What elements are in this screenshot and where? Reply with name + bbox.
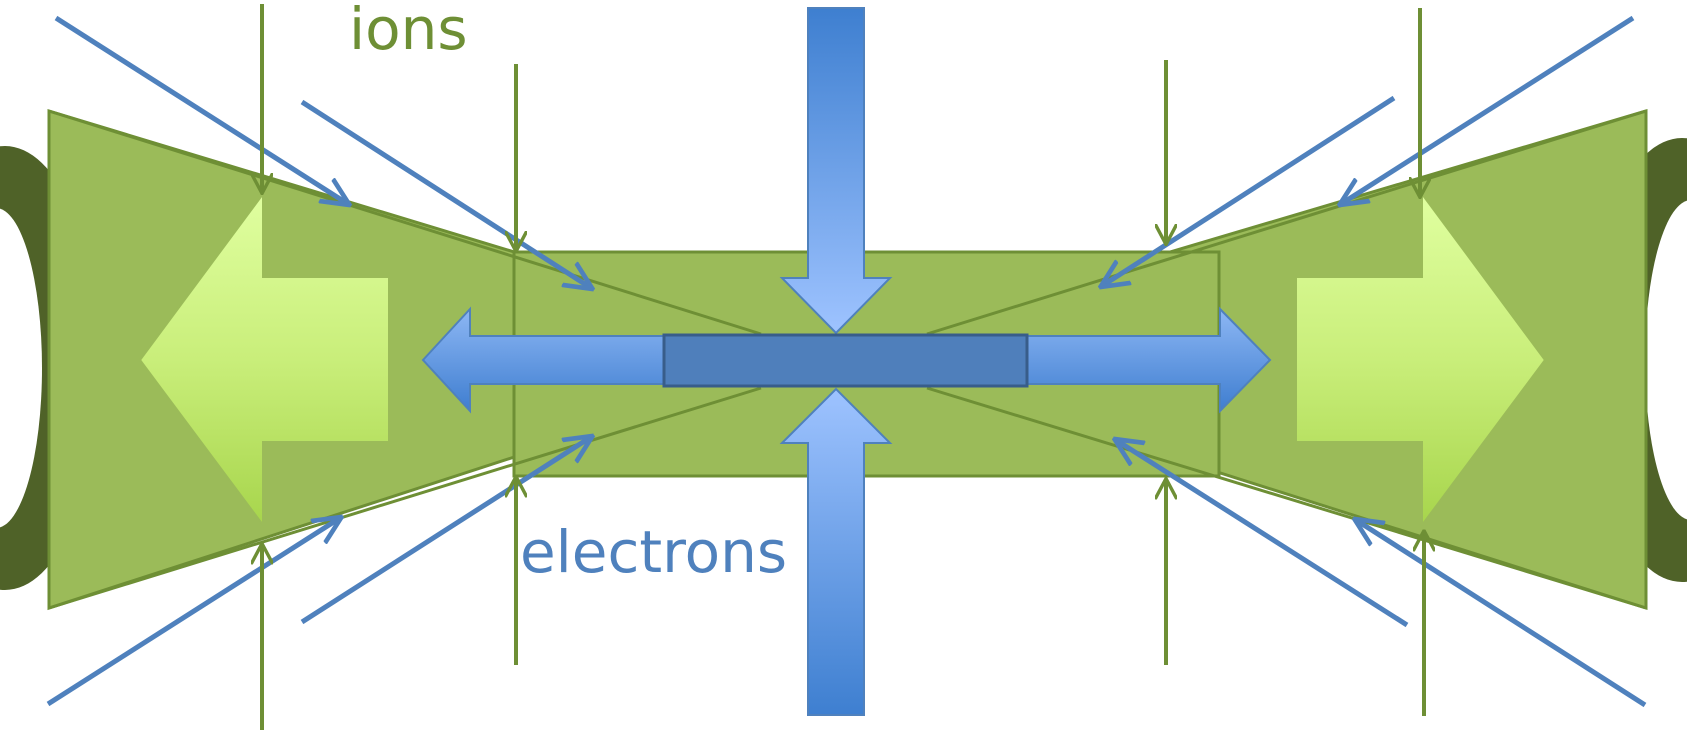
- funnel-edge-upper-left: [48, 109, 762, 336]
- ion-beams: [262, 4, 1424, 730]
- funnel-edge-lower-left: [48, 386, 762, 610]
- electron-beams: [46, 15, 1647, 708]
- electron-beam: [54, 15, 348, 204]
- funnel-edge-lower-right: [926, 386, 1647, 610]
- outflow-arrows: [138, 190, 1547, 529]
- electron-beam: [300, 99, 591, 288]
- electron-beam: [46, 518, 340, 707]
- electrons-label: electrons: [520, 518, 788, 586]
- left-end-cap-inner: [0, 208, 42, 528]
- funnel-edge-upper-right: [926, 109, 1647, 336]
- compression-arrows: [421, 7, 1272, 716]
- central-target: [662, 333, 1029, 388]
- electron-beam: [1341, 15, 1635, 204]
- bottom-compression-arrow: [779, 387, 893, 716]
- electron-beam: [1102, 95, 1396, 286]
- electron-beam: [1116, 440, 1409, 628]
- left-outflow-arrow: [138, 190, 390, 529]
- right-outflow-arrow: [1295, 190, 1547, 529]
- top-compression-arrow: [779, 7, 893, 335]
- electron-beam: [300, 437, 591, 625]
- right-end-cap-inner: [1645, 200, 1687, 520]
- ions-label: ions: [349, 0, 468, 63]
- electron-beam: [1356, 520, 1647, 708]
